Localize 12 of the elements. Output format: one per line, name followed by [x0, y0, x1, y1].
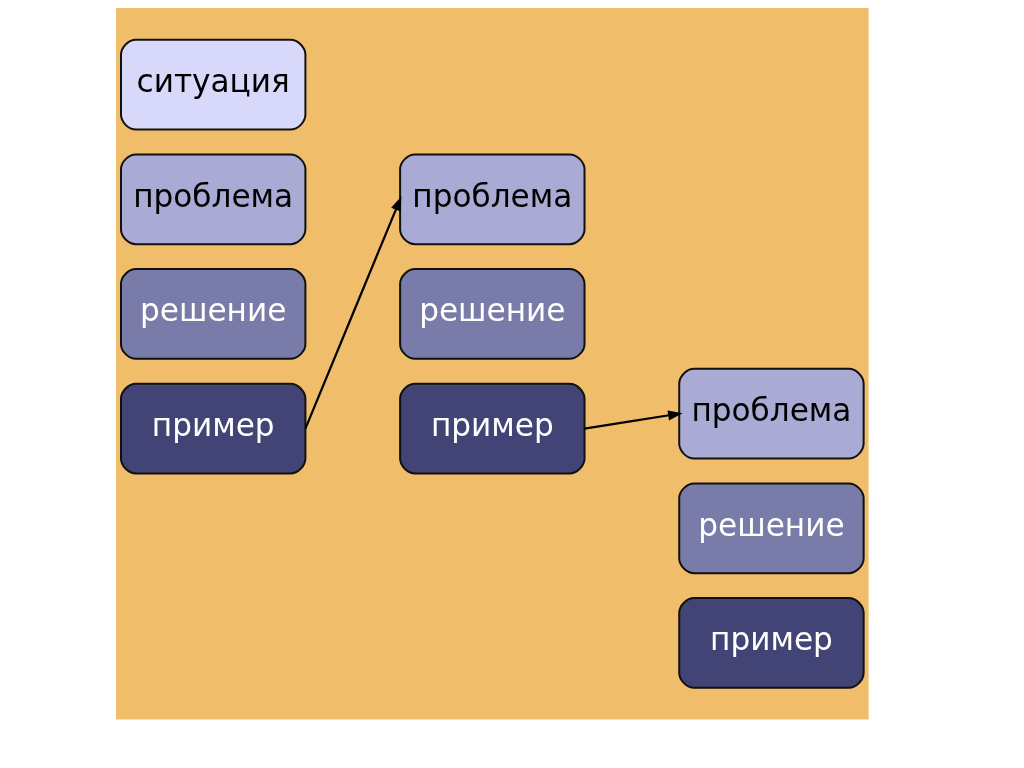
node-box: решение — [119, 268, 306, 360]
node-box: ситуация — [119, 38, 306, 131]
arrow — [583, 410, 683, 430]
node-box: проблема — [398, 153, 585, 246]
node-box: решение — [398, 268, 585, 360]
node-box: проблема — [119, 153, 306, 246]
node-box: проблема — [677, 367, 865, 460]
node-box: пример — [119, 382, 306, 475]
node-box: пример — [677, 597, 865, 689]
arrow — [303, 196, 401, 430]
node-box: пример — [398, 382, 585, 475]
node-box: решение — [677, 482, 865, 575]
